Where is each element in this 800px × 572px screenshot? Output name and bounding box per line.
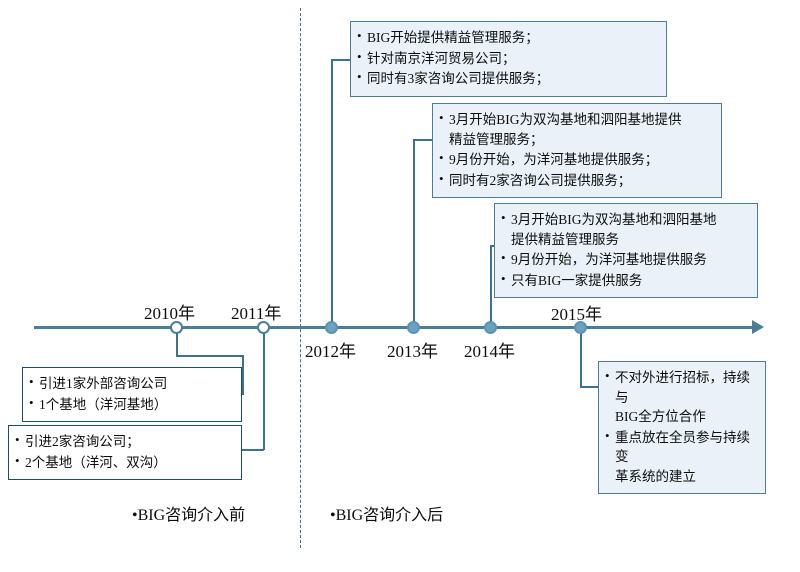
callout-2011-item-2: 2个基地（洋河、双沟） bbox=[15, 452, 233, 473]
connector-2013-horizontal bbox=[413, 139, 432, 141]
timeline-marker-2010[interactable] bbox=[170, 321, 183, 334]
year-label-2010: 2010年 bbox=[144, 304, 195, 323]
connector-2014-vertical bbox=[490, 245, 492, 327]
caption-before-big: •BIG咨询介入前 bbox=[132, 507, 246, 524]
connector-2012-horizontal bbox=[331, 59, 351, 61]
callout-2015: 不对外进行招标，持续与 BIG全方位合作 重点放在全员参与持续变 革系统的建立 bbox=[598, 361, 766, 495]
caption-after-big: •BIG咨询介入后 bbox=[330, 507, 444, 524]
connector-2010-horizontal bbox=[176, 355, 243, 357]
callout-2012-item-1: BIG开始提供精益管理服务； bbox=[357, 27, 658, 48]
year-label-2012: 2012年 bbox=[305, 342, 356, 361]
callout-2011-item-1: 引进2家咨询公司； bbox=[15, 431, 233, 452]
callout-2014: 3月开始BIG为双沟基地和泗阳基地 提供精益管理服务 9月份开始，为洋河基地提供… bbox=[494, 203, 758, 299]
callout-2015-item-1: 不对外进行招标，持续与 BIG全方位合作 bbox=[605, 367, 757, 427]
callout-2012-item-2: 针对南京洋河贸易公司； bbox=[357, 48, 658, 69]
connector-2011-vertical bbox=[263, 329, 265, 450]
callout-2013-item-2: 9月份开始，为洋河基地提供服务； bbox=[439, 149, 713, 170]
callout-2012-item-3: 同时有3家咨询公司提供服务； bbox=[357, 68, 658, 89]
callout-2013-item-3: 同时有2家咨询公司提供服务； bbox=[439, 170, 713, 191]
callout-2015-item-2: 重点放在全员参与持续变 革系统的建立 bbox=[605, 427, 757, 487]
connector-2011-horizontal bbox=[242, 449, 264, 451]
timeline-marker-2015[interactable] bbox=[574, 321, 587, 334]
connector-2015-vertical bbox=[580, 327, 582, 387]
year-label-2014: 2014年 bbox=[464, 342, 515, 361]
timeline-marker-2011[interactable] bbox=[257, 321, 270, 334]
callout-2010-item-2: 1个基地（洋河基地） bbox=[29, 394, 233, 415]
timeline-marker-2013[interactable] bbox=[407, 321, 420, 334]
callout-2012: BIG开始提供精益管理服务； 针对南京洋河贸易公司； 同时有3家咨询公司提供服务… bbox=[350, 21, 667, 97]
connector-2010-vertical-a bbox=[176, 329, 178, 356]
timeline-axis bbox=[34, 326, 758, 329]
year-label-2011: 2011年 bbox=[231, 304, 282, 323]
connector-2010-vertical-b bbox=[242, 355, 244, 395]
callout-2014-item-1: 3月开始BIG为双沟基地和泗阳基地 提供精益管理服务 bbox=[501, 209, 749, 249]
callout-2013-item-1: 3月开始BIG为双沟基地和泗阳基地提供 精益管理服务； bbox=[439, 109, 713, 149]
connector-2015-horizontal bbox=[580, 386, 598, 388]
callout-2013: 3月开始BIG为双沟基地和泗阳基地提供 精益管理服务； 9月份开始，为洋河基地提… bbox=[432, 103, 722, 199]
era-divider bbox=[300, 8, 301, 548]
callout-2010-item-1: 引进1家外部咨询公司 bbox=[29, 373, 233, 394]
year-label-2013: 2013年 bbox=[387, 342, 438, 361]
connector-2012-vertical bbox=[331, 59, 333, 327]
year-label-2015: 2015年 bbox=[551, 305, 602, 324]
callout-2014-item-3: 只有BIG一家提供服务 bbox=[501, 270, 749, 291]
callout-2010: 引进1家外部咨询公司 1个基地（洋河基地） bbox=[22, 367, 242, 423]
timeline-marker-2012[interactable] bbox=[325, 321, 338, 334]
callout-2014-item-2: 9月份开始，为洋河基地提供服务 bbox=[501, 249, 749, 270]
timeline-arrow-icon bbox=[752, 320, 764, 334]
callout-2011: 引进2家咨询公司； 2个基地（洋河、双沟） bbox=[8, 425, 242, 481]
connector-2013-vertical bbox=[413, 139, 415, 327]
timeline-marker-2014[interactable] bbox=[484, 321, 497, 334]
